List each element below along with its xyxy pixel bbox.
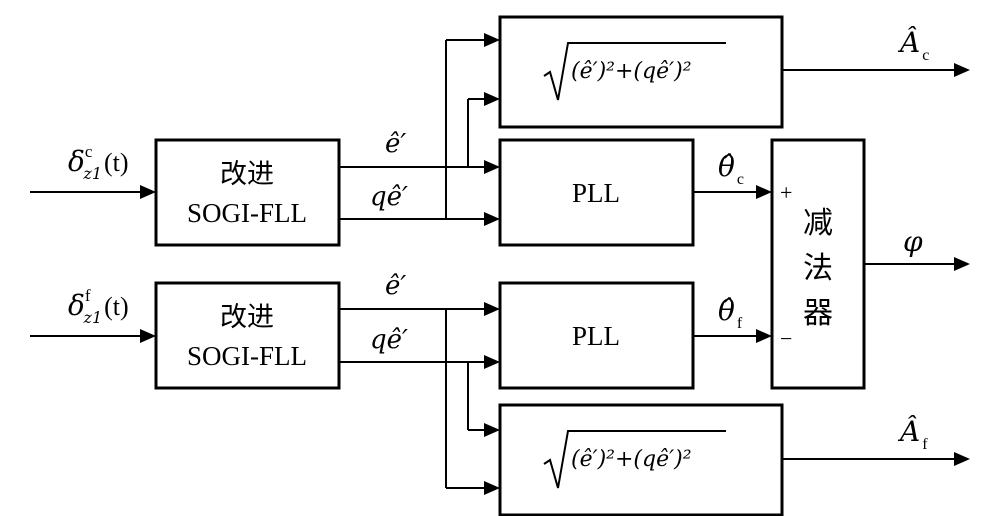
signal-e-hat-bottom: ê′ [385, 271, 406, 301]
arrow-phase-out [954, 257, 970, 271]
sogi-fll-block-top [154, 138, 341, 247]
sogi-fll-top-line1: 改进 [220, 159, 274, 190]
arrow-input-bottom [140, 329, 156, 343]
arrow-amp-bottom-2 [484, 481, 500, 495]
sogi-fll-block-bottom [154, 281, 341, 390]
arrowheads [140, 33, 970, 495]
amplitude-formula-bottom: (ê′)²+(qê′)² [543, 430, 726, 489]
theta-label-top: θ̂c [718, 150, 744, 188]
sogi-fll-bottom-line1: 改进 [220, 302, 274, 333]
subtractor-plus-sign: + [780, 180, 792, 205]
pll-label-bottom: PLL [572, 321, 620, 351]
sogi-fll-top-line2: SOGI-FLL [187, 198, 307, 228]
arrow-theta-top [756, 185, 772, 199]
sqrt-sign-icon [543, 42, 726, 101]
amplitude-block-bottom [498, 403, 784, 516]
pll-block-top [498, 138, 695, 247]
arrow-amp-top-1 [484, 33, 500, 47]
subtractor-minus-sign: − [780, 326, 792, 351]
wires-bottom [30, 263, 960, 489]
amplitude-formula-text-bottom: (ê′)²+(qê′)² [571, 447, 692, 472]
phase-output-label: φ [903, 225, 923, 258]
arrow-amp-bottom-1 [484, 423, 500, 437]
sogi-fll-bottom-line2: SOGI-FLL [187, 341, 307, 371]
amplitude-formula-top: (ê′)²+(qê′)² [543, 42, 726, 101]
arrow-pll-bottom-1 [484, 302, 500, 316]
arrow-pll-bottom-2 [484, 355, 500, 369]
sqrt-sign-icon [543, 430, 726, 489]
signal-qe-hat-top: qê′ [370, 182, 408, 212]
pll-label-top: PLL [572, 178, 620, 208]
arrow-pll-top-1 [484, 160, 500, 174]
arrow-amp-out-bottom [954, 452, 970, 466]
amplitude-formula-text-top: (ê′)²+(qê′)² [571, 59, 692, 84]
subtractor-char-3: 器 [803, 296, 833, 331]
amplitude-block-top [498, 15, 784, 129]
subtractor-block [770, 138, 866, 390]
wires-top [30, 39, 960, 220]
arrow-amp-out-top [954, 63, 970, 77]
theta-label-bottom: θ̂f [718, 294, 743, 332]
signal-e-hat-top: ê′ [385, 129, 406, 159]
arrow-amp-top-2 [484, 92, 500, 106]
subtractor-char-2: 法 [803, 251, 833, 286]
subtractor-char-1: 减 [803, 206, 833, 241]
arrow-input-top [140, 185, 156, 199]
arrow-pll-top-2 [484, 212, 500, 226]
arrow-theta-bottom [756, 329, 772, 343]
signal-qe-hat-bottom: qê′ [370, 325, 408, 355]
